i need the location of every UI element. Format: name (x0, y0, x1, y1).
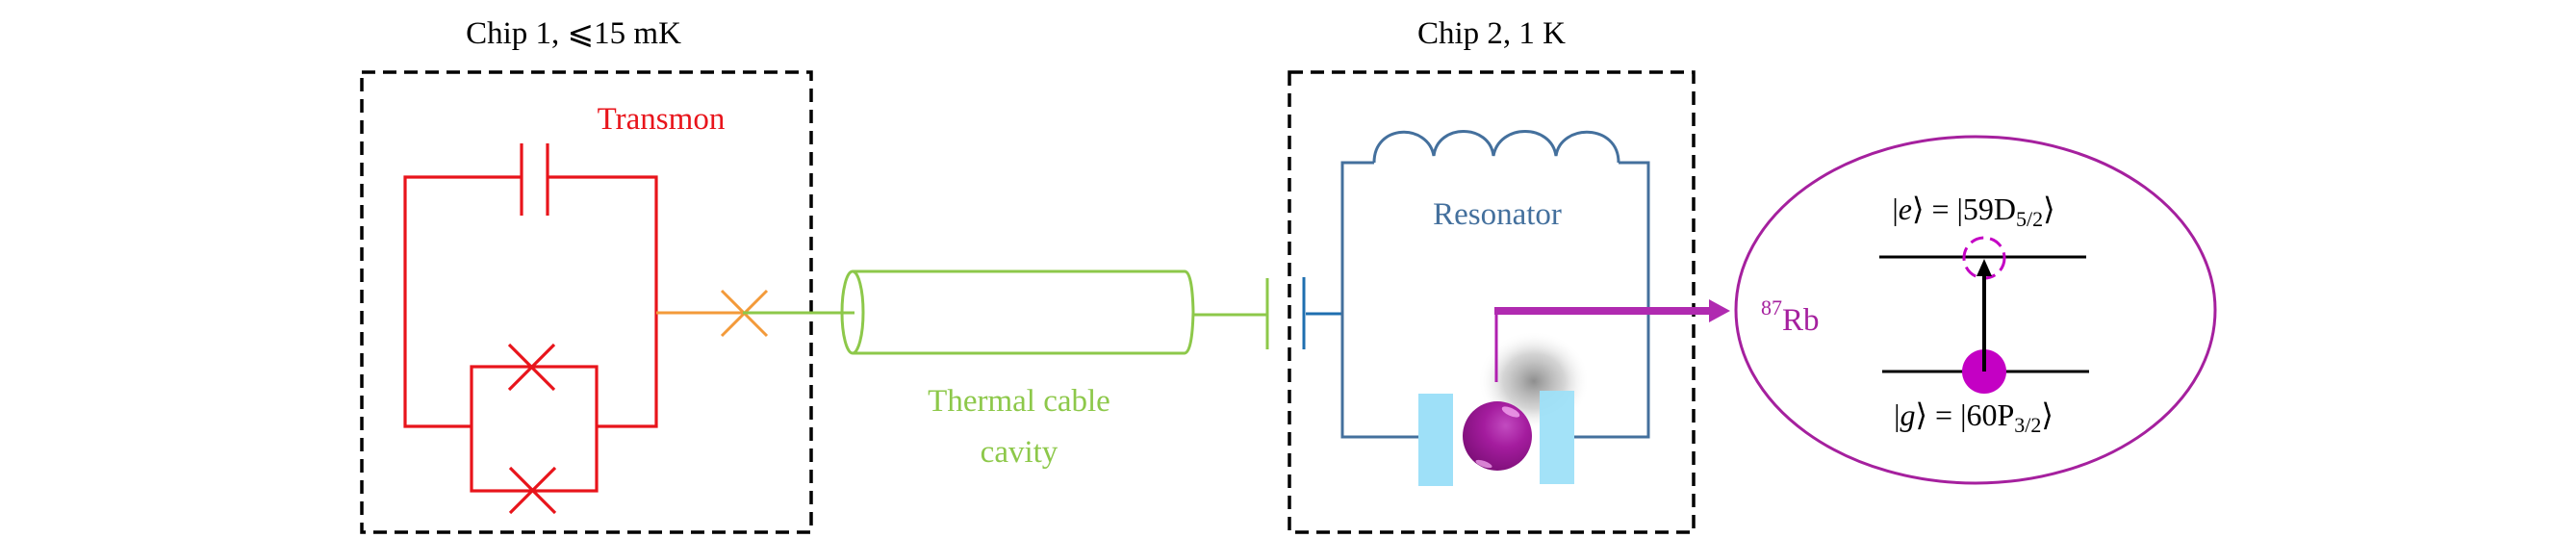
excited-ket: e (1899, 192, 1912, 226)
atom-highlight-bottom (1475, 459, 1492, 469)
cable-label-line2: cavity (981, 435, 1058, 470)
ground-state-label: |g⟩ = |60P3/2⟩ (1894, 397, 2053, 437)
atom-link-arrowhead-icon (1709, 299, 1730, 322)
transmon-label: Transmon (598, 102, 726, 137)
ground-subscript: 3/2 (2014, 413, 2041, 437)
atom-level-scheme: 87Rb |e⟩ = |59D5/2⟩ |g⟩ = |60P3/2⟩ (1734, 135, 2217, 485)
resonator-circuit (1340, 130, 1650, 439)
atom-bubble (1734, 135, 2217, 485)
ground-ket: g (1900, 397, 1916, 432)
chip2-frame (1288, 70, 1696, 534)
excited-subscript: 5/2 (2016, 207, 2043, 231)
transmon-wire-right (548, 175, 658, 428)
excited-state-label: |e⟩ = |59D5/2⟩ (1892, 192, 2054, 231)
transition-arrowhead-icon (1977, 259, 1992, 276)
squid-loop (470, 365, 599, 493)
isotope-element: Rb (1782, 303, 1820, 338)
josephson-junction-bottom-icon (508, 466, 557, 515)
resonator-label: Resonator (1433, 197, 1562, 232)
cable-cylinder-end (840, 269, 865, 355)
thermal-cable-cavity (743, 269, 1269, 355)
isotope-mass: 87 (1761, 295, 1782, 320)
ground-level: 60P (1966, 397, 2014, 432)
josephson-junction-top-icon (507, 343, 556, 392)
excited-level: 59D (1963, 192, 2016, 226)
inductor-coil-icon (1372, 130, 1620, 164)
resonator-wire-left (1340, 161, 1418, 439)
rydberg-atom-sphere (1463, 401, 1532, 471)
cable-cylinder-body (853, 269, 1195, 355)
trap-plate-right (1540, 391, 1574, 484)
transmon-circuit (403, 143, 658, 515)
chip1: Chip 1, ⩽15 mK Transmon (360, 16, 813, 534)
chip2: Chip 2, 1 K Resonator (1288, 16, 1730, 534)
trap-plate-left (1418, 394, 1453, 486)
isotope-label: 87Rb (1761, 295, 1820, 338)
chip2-title: Chip 2, 1 K (1417, 16, 1566, 51)
cable-label-line1: Thermal cable (928, 384, 1110, 419)
chip1-title: Chip 1, ⩽15 mK (466, 16, 681, 51)
atom-highlight-top (1501, 406, 1520, 418)
resonator-wire-right (1574, 161, 1650, 439)
chip1-frame (360, 70, 813, 534)
transmon-wire-left (403, 175, 522, 428)
